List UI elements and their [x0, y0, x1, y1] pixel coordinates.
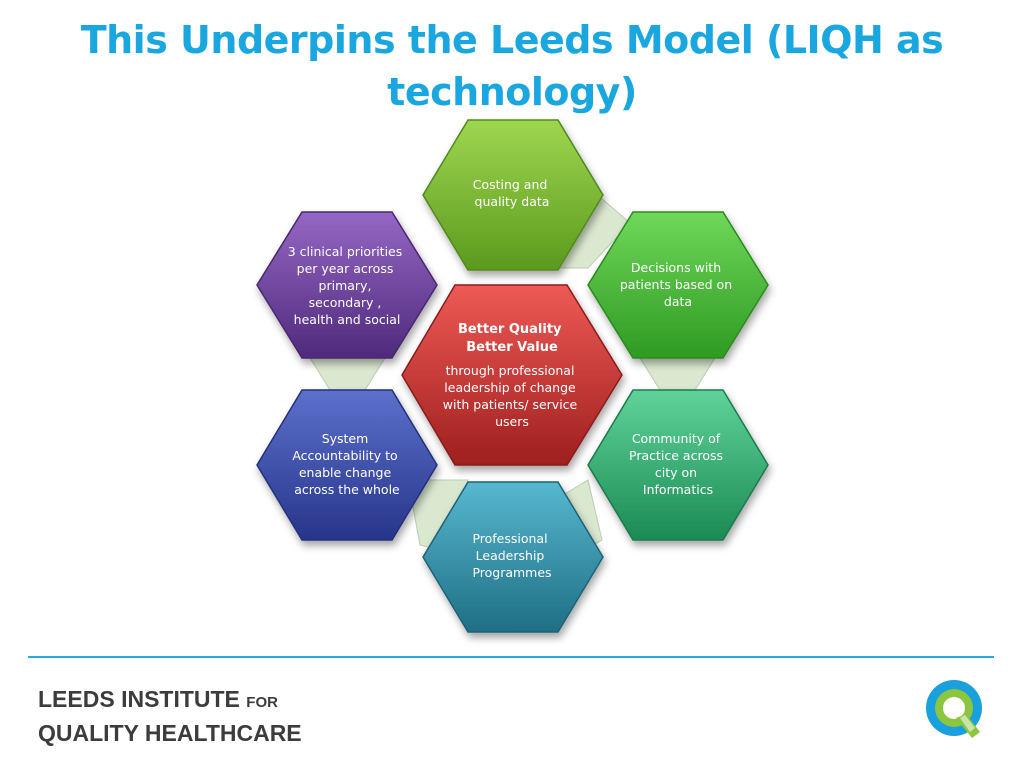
- leeds-model-hexagon-diagram: Costing and quality data Decisions with …: [256, 119, 769, 633]
- hex-center-line-4: users: [495, 414, 529, 429]
- hex-upper-left-line-3: primary,: [319, 278, 372, 293]
- hex-center: Better Quality Better Value through prof…: [401, 284, 623, 466]
- footer-line-1-small: FOR: [246, 694, 278, 711]
- footer-line-1-main: LEEDS INSTITUTE: [38, 686, 240, 712]
- hex-top: Costing and quality data: [422, 119, 604, 271]
- slide-title-line-2: technology): [387, 70, 637, 114]
- footer-line-2: QUALITY HEALTHCARE: [38, 720, 302, 746]
- hex-upper-left-shape: [256, 211, 438, 359]
- hex-bottom: Professional Leadership Programmes: [422, 481, 604, 633]
- hex-bottom-shape: [422, 481, 604, 633]
- hex-upper-right-line-2: patients based on: [620, 277, 732, 292]
- hex-upper-right-line-3: data: [664, 294, 692, 309]
- hex-lower-left-line-4: across the whole: [294, 482, 400, 497]
- hex-center-heading-line-2: Better Value: [466, 340, 558, 355]
- hex-bottom-text: Professional Leadership Programmes: [472, 531, 551, 580]
- hex-top-text: Costing and quality data: [473, 177, 552, 209]
- hex-bottom-line-3: Programmes: [472, 565, 551, 580]
- hex-lower-left-text: System Accountability to enable change a…: [292, 431, 401, 497]
- hex-center-line-3: with patients/ service: [443, 397, 578, 412]
- hex-upper-left-line-1: 3 clinical priorities: [288, 244, 403, 259]
- footer-organisation-name: LEEDS INSTITUTE FOR QUALITY HEALTHCARE: [38, 684, 302, 748]
- connector-lower-left-upper-left: [309, 357, 386, 391]
- connector-upper-right-lower-right: [639, 357, 716, 391]
- hex-lower-left-shape: [256, 389, 438, 541]
- hex-lower-right-line-3: city on: [655, 465, 697, 480]
- hex-center-heading: Better Quality Better Value: [458, 322, 566, 355]
- hex-center-line-1: through professional: [446, 363, 575, 378]
- hex-center-text: through professional leadership of chang…: [443, 363, 581, 429]
- hex-lower-right-line-4: Informatics: [643, 482, 713, 497]
- footer-divider: [28, 656, 994, 658]
- hex-top-line-2: quality data: [475, 194, 550, 209]
- hex-bottom-line-2: Leadership: [476, 548, 545, 563]
- hex-center-line-2: leadership of change: [444, 380, 576, 395]
- hex-upper-left-text: 3 clinical priorities per year across pr…: [288, 244, 407, 327]
- hex-upper-left: 3 clinical priorities per year across pr…: [256, 211, 438, 359]
- hex-center-shape: [401, 284, 623, 466]
- hex-upper-left-line-5: health and social: [294, 312, 401, 327]
- hex-lower-right-line-2: Practice across: [629, 448, 723, 463]
- hex-top-shape: [422, 119, 604, 271]
- hex-bottom-line-1: Professional: [472, 531, 547, 546]
- hex-lower-right: Community of Practice across city on Inf…: [587, 389, 769, 541]
- hex-top-line-1: Costing and: [473, 177, 548, 192]
- hex-upper-right-shape: [587, 211, 769, 359]
- hex-upper-left-line-4: secondary ,: [309, 295, 382, 310]
- hex-lower-left-line-3: enable change: [299, 465, 392, 480]
- hex-lower-left: System Accountability to enable change a…: [256, 389, 438, 541]
- slide-title: This Underpins the Leeds Model (LIQH as …: [60, 14, 964, 118]
- liqh-logo-icon: [926, 680, 982, 738]
- hex-upper-right: Decisions with patients based on data: [587, 211, 769, 359]
- hex-lower-right-text: Community of Practice across city on Inf…: [629, 431, 727, 497]
- hex-upper-left-line-2: per year across: [297, 261, 394, 276]
- hex-center-heading-line-1: Better Quality: [458, 322, 562, 337]
- slide-title-line-1: This Underpins the Leeds Model (LIQH as: [80, 18, 944, 62]
- hex-upper-right-text: Decisions with patients based on data: [620, 260, 736, 309]
- hex-lower-left-line-1: System: [322, 431, 369, 446]
- hex-upper-right-line-1: Decisions with: [631, 260, 721, 275]
- hex-lower-right-line-1: Community of: [632, 431, 721, 446]
- hex-lower-left-line-2: Accountability to: [292, 448, 397, 463]
- footer-line-1: LEEDS INSTITUTE FOR: [38, 684, 302, 718]
- hex-lower-right-shape: [587, 389, 769, 541]
